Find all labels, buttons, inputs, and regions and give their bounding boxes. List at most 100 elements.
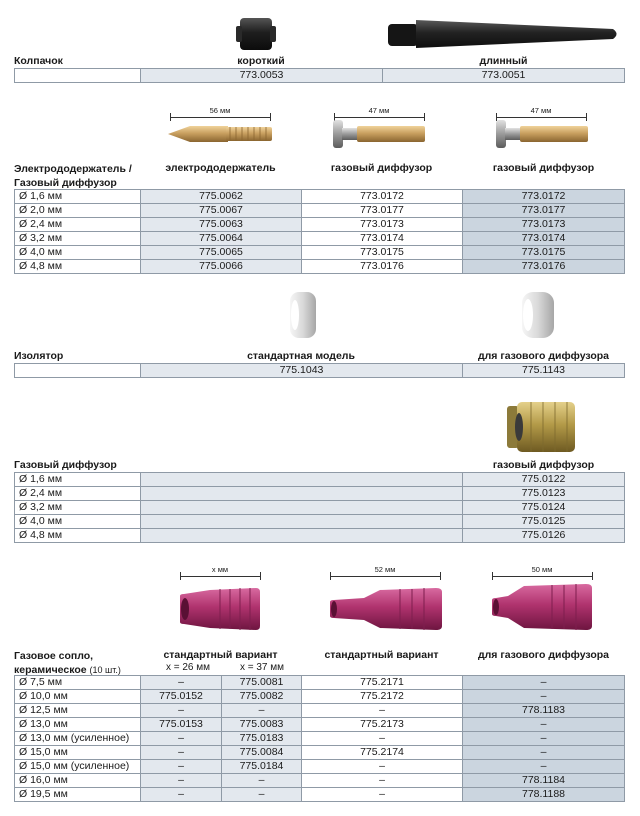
nozzle-code-standard: –: [301, 703, 463, 718]
nozzle-code-diffuser: 778.1183: [462, 703, 625, 718]
nozzle-standard-long-image: [330, 588, 442, 630]
dim-label: 56 мм: [209, 106, 231, 115]
nozzle-code-x37: –: [221, 703, 302, 718]
gas-diffuser-code-2: 773.0173: [462, 217, 625, 232]
nozzle-code-x37: –: [221, 773, 302, 788]
dim-tick: [170, 113, 171, 121]
insulator-header-standard: стандартная модель: [247, 350, 355, 362]
empty-cell: [140, 486, 463, 501]
dim-label: x мм: [211, 565, 229, 574]
nozzle-code-x26: –: [140, 703, 222, 718]
nozzle-code-standard: –: [301, 773, 463, 788]
nozzle-code-diffuser: –: [462, 689, 625, 704]
insulator-code-diffuser: 775.1143: [462, 363, 625, 378]
row-label: Ø 12,5 мм: [14, 703, 141, 718]
nozzle-title-line2: керамическое: [14, 664, 87, 676]
row-label: Ø 3,2 мм: [14, 231, 141, 246]
gas-diffuser-code: 773.0176: [301, 259, 463, 274]
gas-diffuser-code-2: 773.0177: [462, 203, 625, 218]
empty-cell: [140, 528, 463, 543]
nozzle-header-standard: стандартный вариант: [163, 649, 278, 661]
nozzle-code-diffuser: 778.1184: [462, 773, 625, 788]
empty-cell: [140, 514, 463, 529]
dim-line: [496, 117, 586, 118]
nozzle-code-diffuser: –: [462, 759, 625, 774]
row-label: Ø 13,0 мм: [14, 717, 141, 732]
electrode-holder-code: 775.0067: [140, 203, 302, 218]
empty-cell: [140, 472, 463, 487]
nozzle-code-x26: –: [140, 745, 222, 760]
nozzle-standard-short-image: [180, 588, 260, 630]
dim-line: [170, 117, 270, 118]
electrode-header-holder: электрододержатель: [165, 162, 276, 174]
dim-label: 47 мм: [368, 106, 390, 115]
row-label: Ø 7,5 мм: [14, 675, 141, 690]
electrode-holder-code: 775.0066: [140, 259, 302, 274]
nozzle-code-standard: 775.2171: [301, 675, 463, 690]
insulator-diffuser-image: [522, 292, 554, 338]
nozzle-code-diffuser: –: [462, 731, 625, 746]
nozzle-code-x37: –: [221, 787, 302, 802]
row-label: Ø 4,0 мм: [14, 514, 141, 529]
nozzle-sub-37: x = 37 мм: [239, 662, 285, 673]
gas-diffuser-code: 773.0175: [301, 245, 463, 260]
dim-tick: [586, 113, 587, 121]
nozzle-code-x37: 775.0084: [221, 745, 302, 760]
cap-header-long: длинный: [479, 55, 528, 67]
nozzle-title-line1: Газовое сопло,: [14, 650, 94, 662]
row-label: Ø 2,4 мм: [14, 217, 141, 232]
nozzle-code-x37: 775.0083: [221, 717, 302, 732]
dim-line: [180, 576, 260, 577]
insulator-code-standard: 775.1043: [140, 363, 463, 378]
nozzle-code-diffuser: –: [462, 745, 625, 760]
gas-diffuser-code: 773.0172: [301, 189, 463, 204]
table-row: Ø 13,0 мм (усиленное)–775.0183––: [14, 731, 625, 746]
electrode-holder-code: 775.0063: [140, 217, 302, 232]
table-row: 773.0053 773.0051: [14, 68, 625, 83]
electrode-holder-image: [168, 126, 272, 142]
gas-diffuser-image: [333, 120, 425, 148]
nozzle-code-standard: 775.2172: [301, 689, 463, 704]
short-cap-image: [236, 18, 276, 50]
row-label: Ø 1,6 мм: [14, 472, 141, 487]
nozzle-code-x37: 775.0183: [221, 731, 302, 746]
nozzle-header-diffuser: для газового диффузора: [477, 649, 610, 661]
gas-diffuser-header: газовый диффузор: [492, 459, 595, 471]
nozzle-title-qty: (10 шт.): [89, 665, 121, 675]
dim-tick: [592, 572, 593, 580]
nozzle-code-standard: 775.2173: [301, 717, 463, 732]
row-label: Ø 2,4 мм: [14, 486, 141, 501]
electrode-title-line1: Электрододержатель /: [14, 163, 132, 175]
nozzle-code-x37: 775.0184: [221, 759, 302, 774]
dim-tick: [180, 572, 181, 580]
dim-line: [330, 576, 440, 577]
row-label: Ø 19,5 мм: [14, 787, 141, 802]
dim-tick: [270, 113, 271, 121]
row-label: Ø 15,0 мм (усиленное): [14, 759, 141, 774]
dim-tick: [492, 572, 493, 580]
gas-diffuser-large-image: [507, 402, 575, 452]
empty-cell: [140, 500, 463, 515]
nozzle-section-title: Газовое сопло, керамическое (10 шт.): [14, 649, 121, 677]
nozzle-code-x26: 775.0153: [140, 717, 222, 732]
electrode-title-line2: Газовый диффузор: [14, 177, 117, 189]
electrode-header-diffuser: газовый диффузор: [330, 162, 433, 174]
insulator-header-diffuser: для газового диффузора: [477, 350, 610, 362]
gas-diffuser-code-2: 773.0172: [462, 189, 625, 204]
dim-label: 50 мм: [531, 565, 553, 574]
row-label: Ø 15,0 мм: [14, 745, 141, 760]
nozzle-diffuser-image: [492, 584, 592, 630]
dim-label: 52 мм: [374, 565, 396, 574]
